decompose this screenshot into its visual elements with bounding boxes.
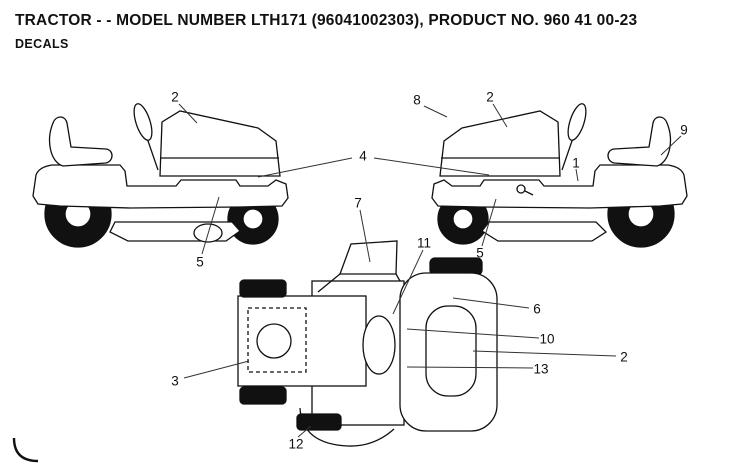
hood	[159, 110, 281, 177]
mower-deck	[481, 221, 608, 242]
front-wheel-hub	[452, 208, 474, 230]
page-corner-mark	[12, 437, 39, 463]
decal-outline-dashed	[247, 307, 307, 373]
seat	[49, 116, 113, 167]
callout-label: 8	[413, 92, 421, 108]
mower-deck	[237, 295, 367, 387]
callout-label: 1	[572, 155, 580, 171]
ignition-key-tail	[524, 190, 534, 196]
callout-label: 2	[171, 89, 179, 105]
bottom-wheel	[296, 413, 342, 431]
decal-blob	[256, 323, 292, 359]
left-wheel-bottom	[239, 386, 287, 405]
leader-lines	[178, 103, 682, 438]
callout-label: 11	[416, 235, 432, 251]
callout-label: 12	[288, 436, 304, 452]
tractor-right-side-view	[431, 103, 688, 248]
rear-curve	[299, 407, 395, 447]
seat-link-left	[317, 273, 341, 293]
tractor-top-view	[237, 240, 498, 447]
callout-label: 3	[171, 373, 179, 389]
steering-wheel	[133, 103, 153, 141]
callout-label: 4	[359, 148, 367, 164]
callout-label: 10	[539, 331, 555, 347]
ignition-key	[516, 184, 526, 194]
steering-column	[561, 137, 574, 171]
steering-wheel	[362, 315, 396, 375]
left-wheel-top	[239, 279, 287, 298]
callout-label: 5	[476, 245, 484, 261]
steering-column	[146, 137, 159, 171]
page-title: TRACTOR - - MODEL NUMBER LTH171 (9604100…	[15, 12, 638, 29]
callout-label: 2	[486, 89, 494, 105]
steering-wheel	[567, 103, 587, 141]
callout-label: 6	[533, 301, 541, 317]
callout-label: 9	[680, 122, 688, 138]
callout-label: 5	[196, 254, 204, 270]
seat-link-right	[395, 273, 401, 282]
hood	[439, 110, 561, 177]
callout-label: 7	[354, 195, 362, 211]
page-subtitle: DECALS	[15, 37, 69, 51]
page-header: TRACTOR - - MODEL NUMBER LTH171 (9604100…	[15, 12, 637, 51]
seat	[339, 240, 398, 275]
callout-label: 13	[533, 361, 549, 377]
front-wheel-hub	[242, 208, 264, 230]
callout-label: 2	[620, 349, 628, 365]
chassis	[431, 164, 688, 209]
chassis	[32, 164, 289, 209]
